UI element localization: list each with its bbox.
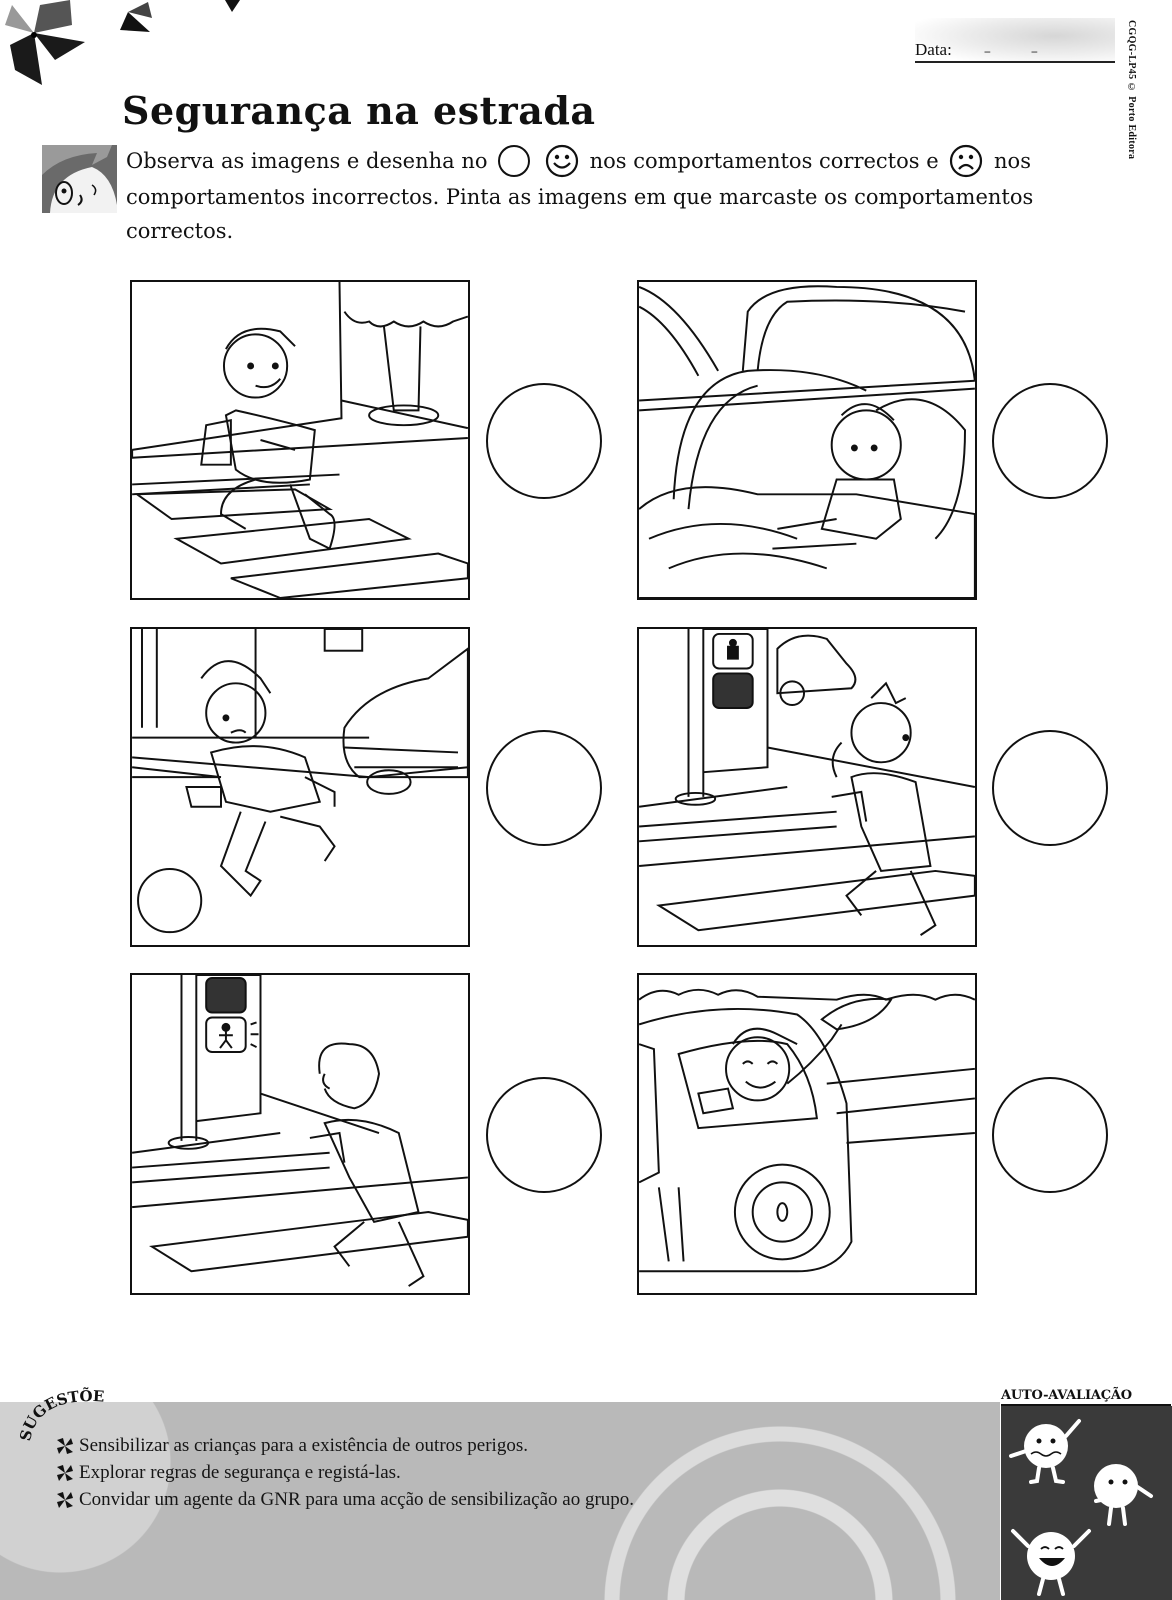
suggestions-list: Sensibilizar as crianças para a existênc… — [55, 1432, 634, 1513]
suggestions-band — [0, 1402, 1000, 1600]
page-title: Segurança na estrada — [122, 88, 596, 133]
pinwheel-bullet-icon — [57, 1437, 73, 1454]
answer-circle-3[interactable] — [486, 730, 602, 846]
date-separator: – — [983, 44, 991, 60]
answer-circle-5[interactable] — [486, 1077, 602, 1193]
self-assessment-faces-icon — [1009, 1419, 1153, 1596]
date-label: Data: — [915, 40, 952, 59]
date-separator: – — [1030, 44, 1038, 60]
date-field[interactable]: Data: – – — [915, 40, 1115, 63]
instructions-part2: nos comportamentos correctos e — [589, 149, 939, 173]
suggestion-item: Explorar regras de segurança e registá-l… — [55, 1459, 634, 1486]
happy-face-icon — [545, 144, 579, 177]
suggestion-item: Convidar um agente da GNR para uma acção… — [55, 1486, 634, 1513]
answer-circle-1[interactable] — [486, 383, 602, 499]
instructions-text: Observa as imagens e desenha no nos comp… — [126, 144, 1086, 248]
suggestion-text: Explorar regras de segurança e registá-l… — [79, 1462, 401, 1483]
happy-face-icon — [1011, 1529, 1091, 1596]
child-back-seat-illustration — [639, 285, 975, 598]
pinwheel-bullet-icon — [57, 1491, 73, 1508]
answer-circle-2[interactable] — [992, 383, 1108, 499]
scene-panel-1[interactable] — [130, 280, 470, 600]
auto-avaliacao-box[interactable] — [1001, 1406, 1172, 1600]
answer-circle-4[interactable] — [992, 730, 1108, 846]
publisher-code: CGQG-LP45 © Porto Editora — [1126, 20, 1137, 160]
instructions-part1: Observa as imagens e desenha no — [126, 149, 488, 173]
suggestion-text: Sensibilizar as crianças para a existênc… — [79, 1435, 528, 1456]
scene-panel-5[interactable] — [130, 973, 470, 1295]
suggestion-item: Sensibilizar as crianças para a existênc… — [55, 1432, 634, 1459]
thinking-face-icon — [1094, 1464, 1153, 1526]
sad-face-icon — [950, 144, 983, 177]
instruction-mascot-icon — [42, 145, 117, 213]
scene-panel-6[interactable] — [637, 973, 977, 1295]
scene-panel-4[interactable] — [637, 627, 977, 947]
instructions-part3: nos comportamentos incorrectos. Pinta as… — [126, 149, 1034, 243]
pinwheel-bullet-icon — [57, 1464, 73, 1481]
empty-circle-icon — [498, 144, 531, 177]
boy-waving-from-car-illustration — [639, 988, 975, 1273]
answer-circle-6[interactable] — [992, 1077, 1108, 1193]
pinwheel-decoration-icon — [5, 0, 240, 85]
scene-panel-2[interactable] — [637, 280, 977, 600]
boy-chasing-ball-illustration — [132, 629, 468, 934]
boy-crossing-illustration — [132, 282, 468, 598]
girl-crossing-red-light-illustration — [639, 629, 975, 936]
auto-avaliacao-title: AUTO-AVALIAÇÃO — [1001, 1388, 1171, 1406]
date-field-background — [915, 18, 1115, 63]
suggestion-text: Convidar um agente da GNR para uma acção… — [79, 1489, 635, 1510]
scene-panel-3[interactable] — [130, 627, 470, 947]
boy-crossing-green-light-illustration — [132, 975, 468, 1287]
worried-face-icon — [1009, 1419, 1081, 1484]
